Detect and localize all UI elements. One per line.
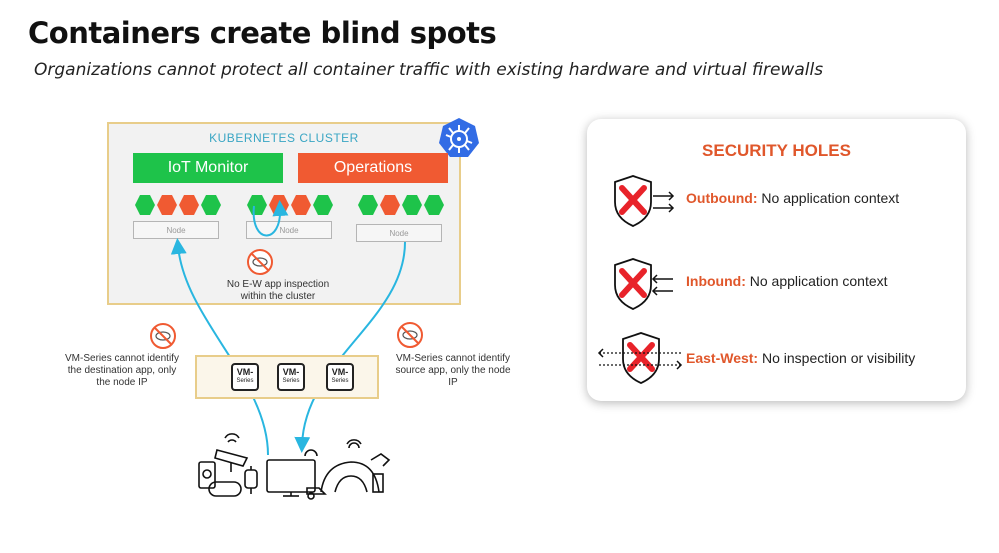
pod-hexagon	[135, 195, 155, 215]
pod-group-1	[135, 195, 221, 215]
security-holes-panel: SECURITY HOLES Outbound: No application …	[587, 119, 966, 401]
east-west-flow-arrow	[252, 200, 289, 237]
pod-hexagon	[201, 195, 221, 215]
no-visibility-icon	[150, 323, 176, 349]
vm-series-firewall: VM-Series	[277, 363, 305, 391]
ew-inspection-note: No E-W app inspection within the cluster	[226, 279, 330, 302]
vm-series-firewall: VM-Series	[231, 363, 259, 391]
east-west-shield-icon	[597, 332, 683, 384]
pod-hexagon	[157, 195, 177, 215]
pod-hexagon	[424, 195, 444, 215]
cluster-title: KUBERNETES CLUSTER	[209, 131, 359, 145]
no-visibility-icon	[247, 249, 273, 275]
pod-hexagon	[402, 195, 422, 215]
kubernetes-icon	[439, 118, 479, 157]
iot-monitor-service: IoT Monitor	[133, 153, 283, 183]
pod-hexagon	[291, 195, 311, 215]
vm-source-note: VM-Series cannot identify source app, on…	[395, 353, 511, 388]
outbound-hole: Outbound: No application context	[686, 190, 900, 206]
iot-devices-icon	[198, 433, 391, 500]
node-box: Node	[356, 224, 442, 242]
no-visibility-icon	[397, 322, 423, 348]
pod-hexagon	[358, 195, 378, 215]
security-holes-title: SECURITY HOLES	[702, 141, 851, 160]
pod-hexagon	[313, 195, 333, 215]
inbound-flow-arrow	[294, 241, 406, 453]
vm-series-firewall: VM-Series	[326, 363, 354, 391]
inbound-shield-icon	[614, 258, 673, 310]
pod-group-3	[358, 195, 444, 215]
pod-hexagon	[247, 195, 267, 215]
pod-hexagon	[179, 195, 199, 215]
page-subtitle: Organizations cannot protect all contain…	[34, 60, 824, 80]
east-west-hole: East-West: No inspection or visibility	[686, 350, 916, 366]
page-title: Containers create blind spots	[28, 16, 497, 50]
pod-hexagon	[380, 195, 400, 215]
operations-service: Operations	[298, 153, 448, 183]
vm-destination-note: VM-Series cannot identify the destinatio…	[65, 353, 179, 388]
inbound-hole: Inbound: No application context	[686, 273, 888, 289]
outbound-shield-icon	[614, 175, 675, 227]
vm-series-firewalls: VM-Series VM-Series VM-Series	[195, 355, 379, 399]
outbound-flow-arrow	[170, 238, 269, 456]
